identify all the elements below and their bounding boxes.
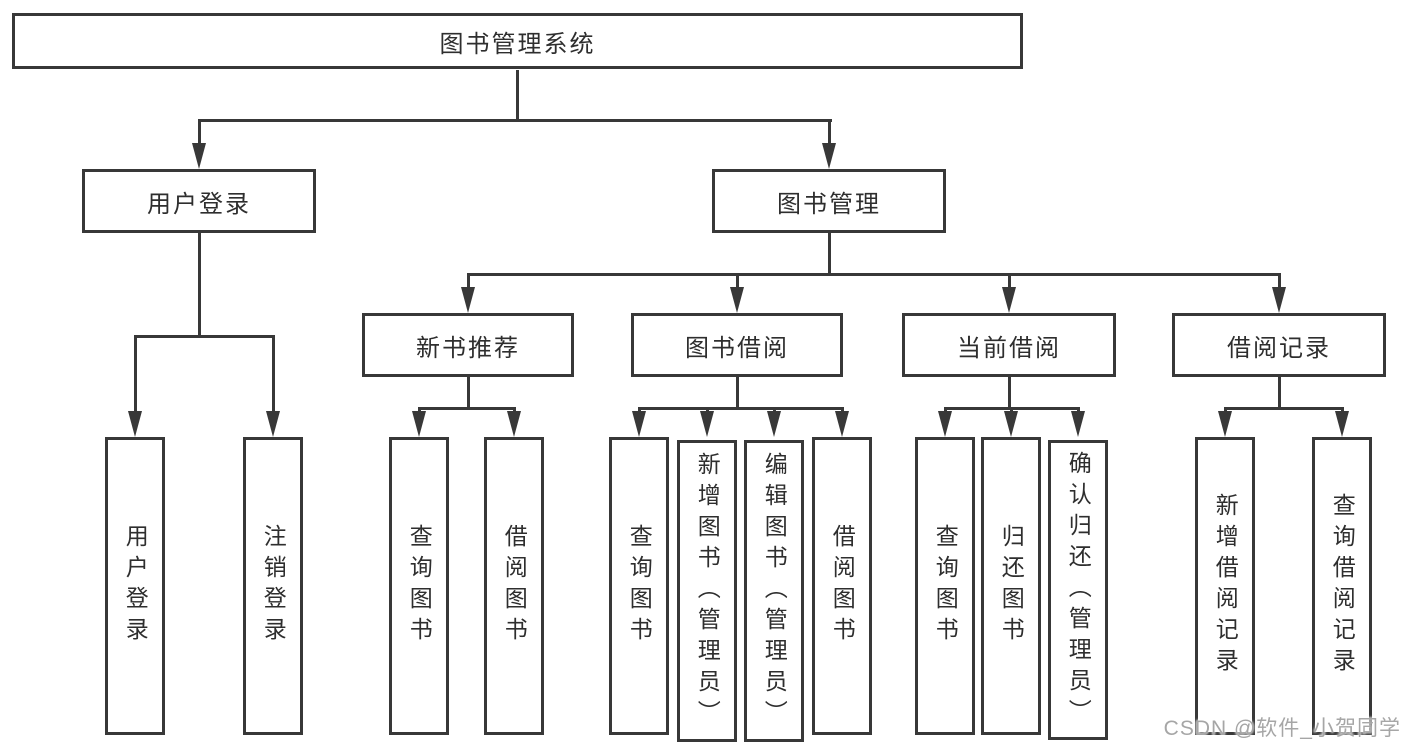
leaf-current-query-books-label: 查询图书: [932, 524, 959, 648]
leaf-borrow-edit-books-admin: 编辑图书（管理员）: [744, 440, 804, 742]
connector-newbook-bar: [418, 407, 516, 410]
connector-bookborrow-bar: [638, 407, 844, 410]
connector-currentborrow-leaf1-shaft: [944, 407, 947, 411]
leaf-borrow-borrow-books: 借阅图书: [812, 437, 872, 735]
connector-bookborrow-leaf2-shaft: [706, 407, 709, 411]
arrow-down-bb-edit: [767, 411, 781, 437]
arrow-down-userlogin: [192, 143, 206, 169]
node-current-borrow-label: 当前借阅: [957, 334, 1061, 362]
connector-newbook-leaf1-shaft: [418, 407, 421, 411]
leaf-user-login: 用户登录: [105, 437, 165, 735]
node-user-login-label: 用户登录: [147, 190, 251, 218]
connector-borrowrecords-bar: [1224, 407, 1344, 410]
leaf-records-query-borrow-record: 查询借阅记录: [1312, 437, 1372, 735]
arrow-down-nb-query: [412, 411, 426, 437]
arrow-down-currentborrow: [1002, 287, 1016, 313]
arrow-down-cb-return: [1004, 411, 1018, 437]
node-book-borrow: 图书借阅: [631, 313, 843, 377]
arrow-down-borrowrecords: [1272, 287, 1286, 313]
leaf-borrow-query-books: 查询图书: [609, 437, 669, 735]
node-root-label: 图书管理系统: [439, 30, 596, 58]
leaf-records-add-borrow-record: 新增借阅记录: [1195, 437, 1255, 735]
connector-root-bookmgmt-shaft: [828, 119, 831, 143]
leaf-logout-login: 注销登录: [243, 437, 303, 735]
connector-root-stem: [516, 70, 519, 119]
node-user-login: 用户登录: [82, 169, 316, 233]
arrow-down-cb-query: [938, 411, 952, 437]
leaf-current-confirm-return-admin-label: 确认归还（管理员）: [1065, 450, 1092, 730]
leaf-records-query-borrow-record-label: 查询借阅记录: [1329, 493, 1356, 679]
leaf-newbook-query-books: 查询图书: [389, 437, 449, 735]
arrow-down-bookmgmt: [822, 143, 836, 169]
connector-bookmgmt-bar: [467, 273, 1281, 276]
arrow-down-leaf-logout: [266, 411, 280, 437]
node-book-borrow-label: 图书借阅: [685, 334, 789, 362]
leaf-current-query-books: 查询图书: [915, 437, 975, 735]
arrow-down-bb-query: [632, 411, 646, 437]
leaf-newbook-borrow-books-label: 借阅图书: [501, 524, 528, 648]
arrow-down-bb-borrow: [835, 411, 849, 437]
leaf-logout-login-label: 注销登录: [260, 524, 287, 648]
leaf-borrow-borrow-books-label: 借阅图书: [829, 524, 856, 648]
leaf-records-add-borrow-record-label: 新增借阅记录: [1212, 493, 1239, 679]
leaf-borrow-add-books-admin: 新增图书（管理员）: [677, 440, 737, 742]
connector-newbook-leaf2-shaft: [513, 407, 516, 411]
connector-bookborrow-leaf3-shaft: [773, 407, 776, 411]
leaf-current-confirm-return-admin: 确认归还（管理员）: [1048, 440, 1108, 740]
connector-bookmgmt-records-shaft: [1278, 273, 1281, 287]
leaf-borrow-query-books-label: 查询图书: [626, 524, 653, 648]
arrow-down-nb-borrow: [507, 411, 521, 437]
connector-newbook-stem: [467, 377, 470, 407]
connector-currentborrow-leaf2-shaft: [1010, 407, 1013, 411]
connector-userlogin-bar: [134, 335, 275, 338]
arrow-down-br-query: [1335, 411, 1349, 437]
leaf-current-return-books-label: 归还图书: [998, 524, 1025, 648]
connector-bookborrow-leaf4-shaft: [841, 407, 844, 411]
connector-currentborrow-stem: [1008, 377, 1011, 407]
leaf-borrow-edit-books-admin-label: 编辑图书（管理员）: [761, 451, 788, 731]
arrow-down-bookborrow: [730, 287, 744, 313]
connector-bookmgmt-stem: [828, 233, 831, 273]
connector-borrowrecords-leaf1-shaft: [1224, 407, 1227, 411]
connector-bookborrow-stem: [736, 377, 739, 407]
connector-userlogin-stem: [198, 233, 201, 335]
node-borrow-records: 借阅记录: [1172, 313, 1386, 377]
leaf-user-login-label: 用户登录: [122, 524, 149, 648]
watermark: CSDN @软件_小贺同学: [1163, 717, 1401, 740]
connector-borrowrecords-stem: [1278, 377, 1281, 407]
arrow-down-leaf-userlogin: [128, 411, 142, 437]
leaf-current-return-books: 归还图书: [981, 437, 1041, 735]
arrow-down-br-add: [1218, 411, 1232, 437]
node-new-book-recommend: 新书推荐: [362, 313, 574, 377]
arrow-down-bb-add: [700, 411, 714, 437]
connector-bookmgmt-current-shaft: [1008, 273, 1011, 287]
connector-bookmgmt-newbook-shaft: [467, 273, 470, 287]
connector-userlogin-leaf1-shaft: [134, 335, 137, 411]
node-book-management: 图书管理: [712, 169, 946, 233]
node-borrow-records-label: 借阅记录: [1227, 334, 1331, 362]
connector-currentborrow-leaf3-shaft: [1077, 407, 1080, 411]
leaf-borrow-add-books-admin-label: 新增图书（管理员）: [694, 451, 721, 731]
connector-bookborrow-leaf1-shaft: [638, 407, 641, 411]
node-new-book-recommend-label: 新书推荐: [416, 334, 520, 362]
arrow-down-newbook: [461, 287, 475, 313]
node-current-borrow: 当前借阅: [902, 313, 1116, 377]
connector-root-userlogin-shaft: [198, 119, 201, 143]
node-book-management-label: 图书管理: [777, 190, 881, 218]
connector-borrowrecords-leaf2-shaft: [1341, 407, 1344, 411]
leaf-newbook-borrow-books: 借阅图书: [484, 437, 544, 735]
connector-root-bar: [198, 119, 832, 122]
node-root: 图书管理系统: [12, 13, 1023, 69]
connector-userlogin-leaf2-shaft: [272, 335, 275, 411]
leaf-newbook-query-books-label: 查询图书: [406, 524, 433, 648]
connector-bookmgmt-borrow-shaft: [736, 273, 739, 287]
arrow-down-cb-confirm: [1071, 411, 1085, 437]
